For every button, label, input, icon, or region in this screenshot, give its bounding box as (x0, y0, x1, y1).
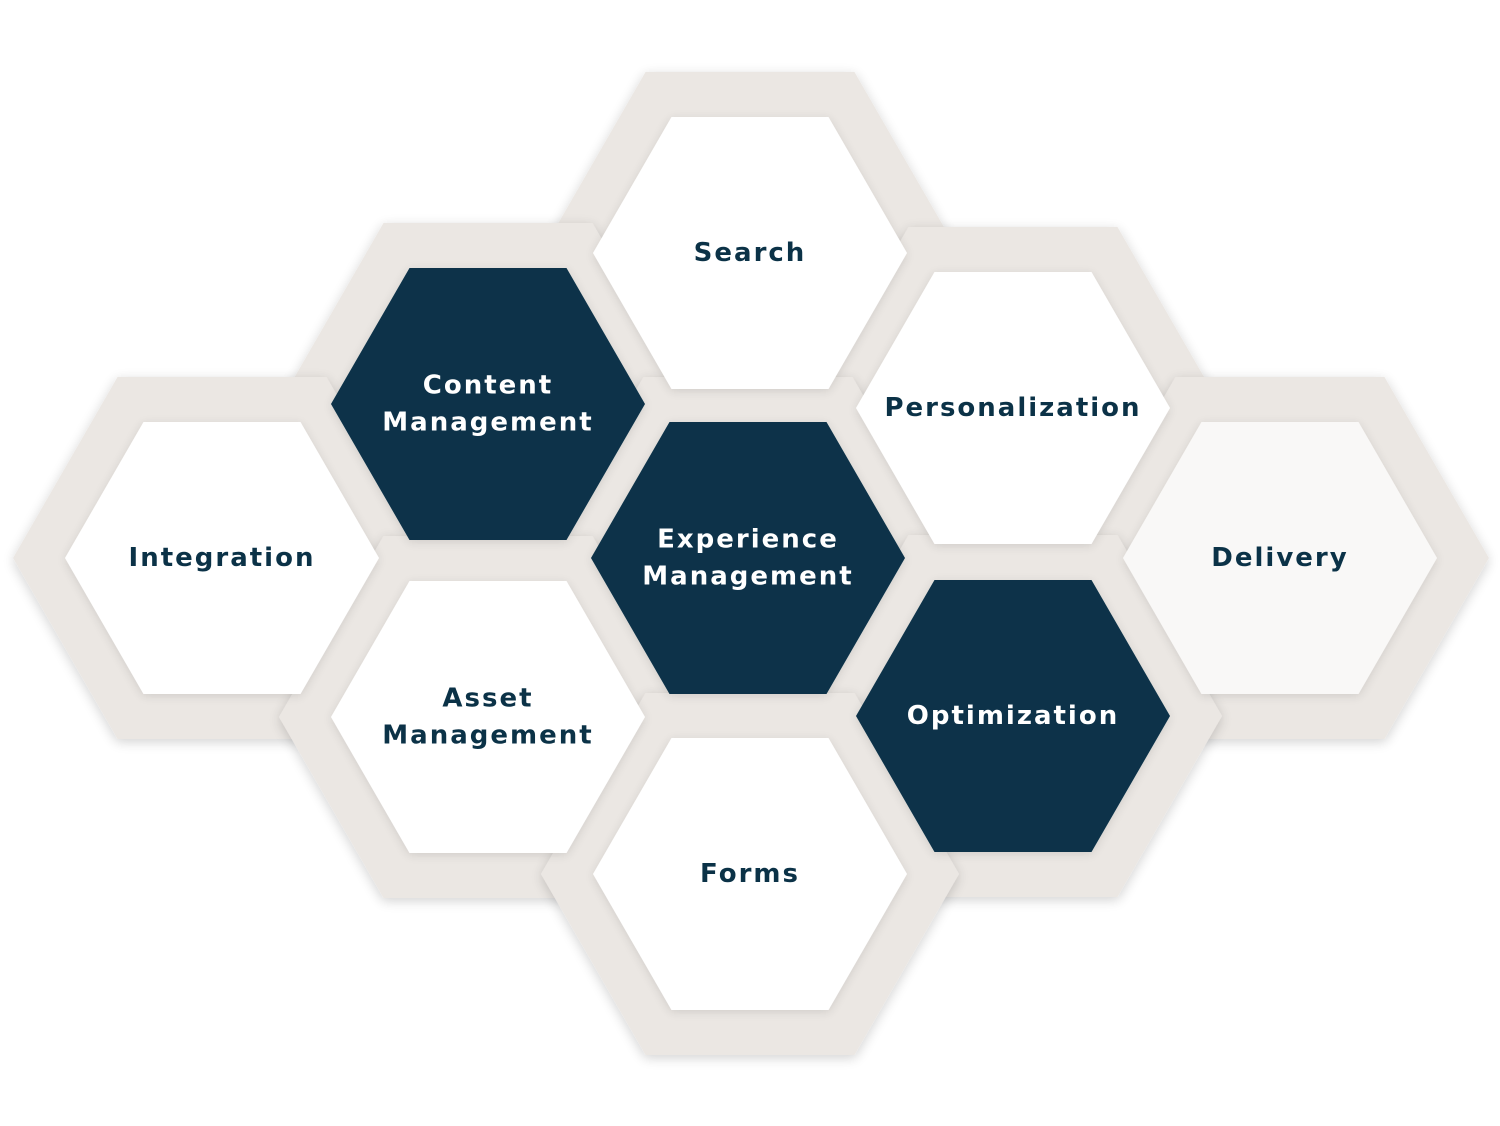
hex-label-experience-management-line-2: Management (642, 562, 853, 592)
hex-shape-delivery (1123, 422, 1437, 694)
hex-label-integration-line-1: Integration (129, 543, 316, 573)
hex-cell-forms: Forms (593, 738, 907, 1010)
hex-label-forms-line-1: Forms (700, 859, 800, 889)
hex-cell-personalization: Personalization (856, 272, 1170, 544)
hex-shape-optimization (856, 580, 1170, 852)
hex-label-optimization-line-1: Optimization (907, 701, 1119, 731)
hex-shape-personalization (856, 272, 1170, 544)
hex-label-personalization-line-1: Personalization (884, 393, 1141, 423)
hex-label-asset-management-line-2: Management (382, 721, 593, 751)
hex-label-asset-management-line-1: Asset (442, 684, 533, 714)
hex-cell-optimization: Optimization (856, 580, 1170, 852)
hex-label-content-management-line-1: Content (423, 371, 553, 401)
hex-shape-experience-management (591, 422, 905, 694)
hex-cell-integration: Integration (65, 422, 379, 694)
hex-label-content-management-line-2: Management (382, 408, 593, 438)
hex-label-experience-management-line-1: Experience (657, 525, 839, 555)
hex-shape-asset-management (331, 581, 645, 853)
hex-shape-integration (65, 422, 379, 694)
hex-shape-content-management (331, 268, 645, 540)
hex-shape-forms (593, 738, 907, 1010)
hex-cell-search: Search (593, 117, 907, 389)
hex-shape-search (593, 117, 907, 389)
hex-label-delivery-line-1: Delivery (1211, 543, 1348, 573)
hex-label-search-line-1: Search (694, 238, 807, 268)
hex-cell-delivery: Delivery (1123, 422, 1437, 694)
